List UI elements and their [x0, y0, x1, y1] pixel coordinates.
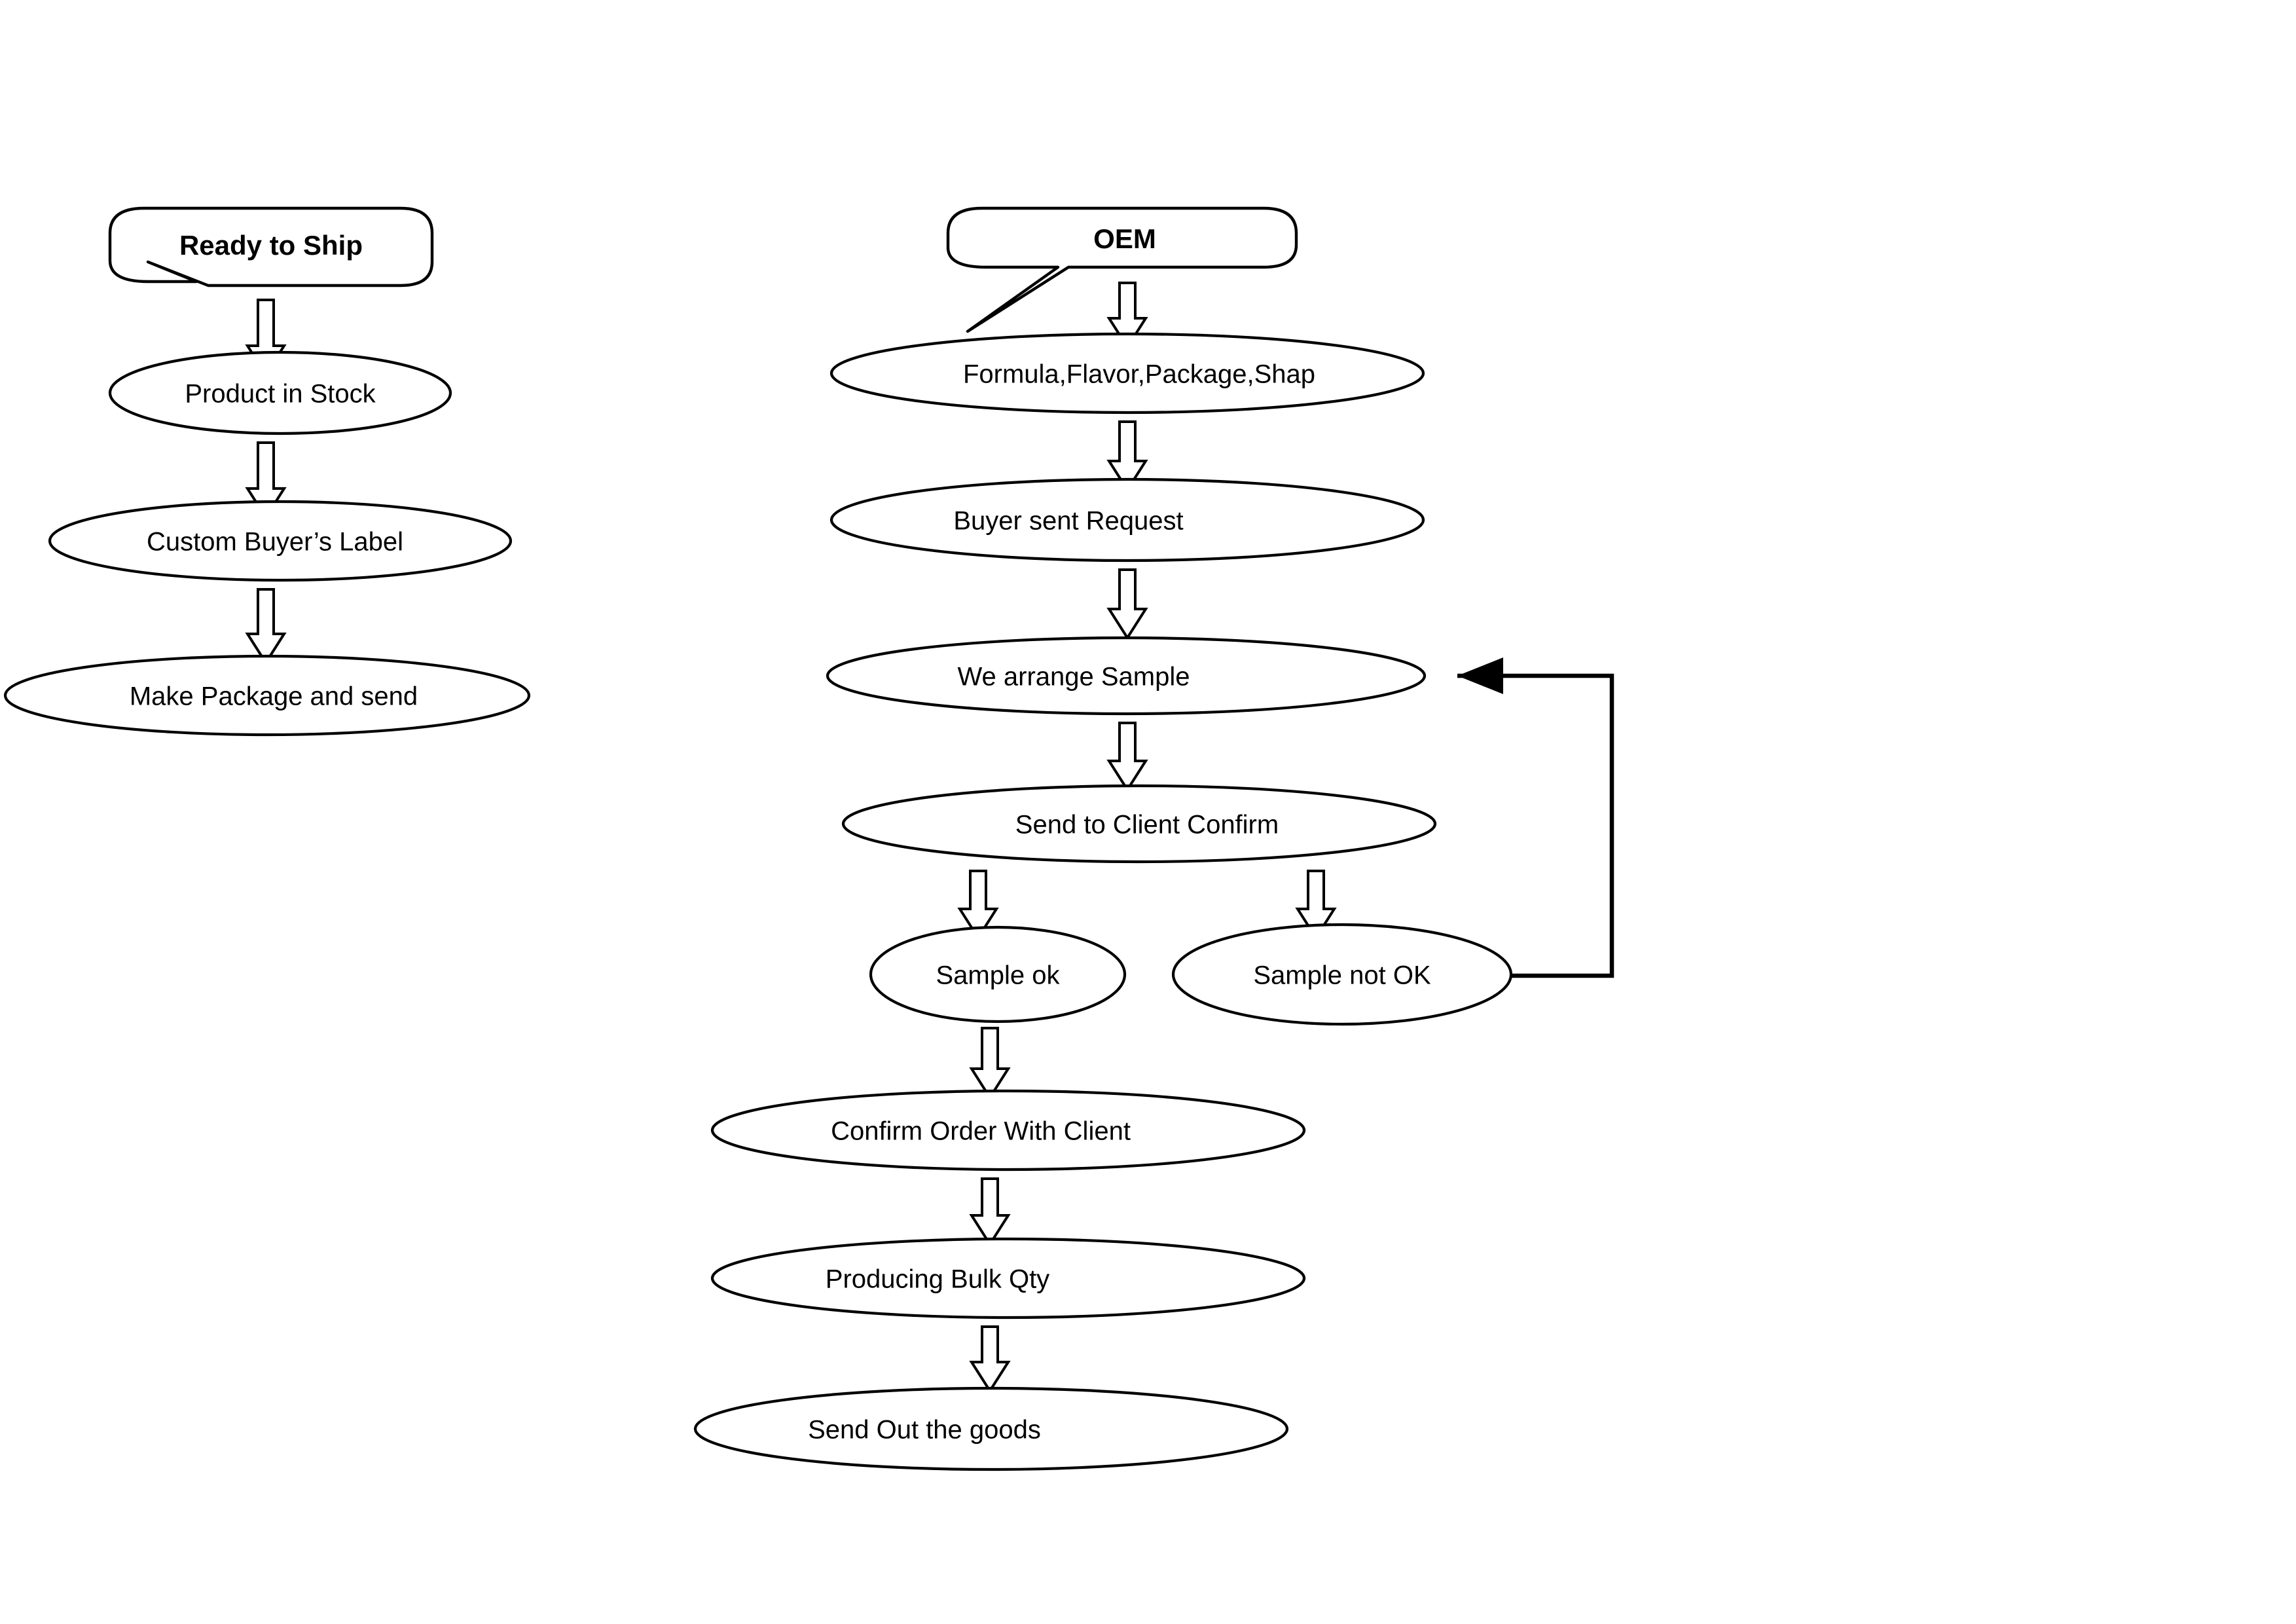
arrow-buyer-request-to-arrange-sample	[1106, 568, 1148, 640]
node-sample-ok[interactable]: Sample ok	[869, 925, 1127, 1024]
node-product-in-stock-label: Product in Stock	[185, 380, 376, 409]
arrow-label-to-package	[245, 588, 287, 665]
node-sample-not-ok-label: Sample not OK	[1253, 961, 1431, 990]
node-we-arrange-sample-label: We arrange Sample	[958, 663, 1190, 692]
arrow-arrange-sample-to-send-confirm	[1106, 722, 1148, 792]
node-make-package-and-send[interactable]: Make Package and send	[3, 654, 531, 737]
node-producing-bulk-qty[interactable]: Producing Bulk Qty	[710, 1237, 1306, 1320]
node-send-out-the-goods[interactable]: Send Out the goods	[693, 1386, 1289, 1471]
node-send-out-the-goods-label: Send Out the goods	[808, 1416, 1041, 1445]
node-send-to-client-confirm-label: Send to Client Confirm	[1015, 811, 1279, 840]
arrow-sample-ok-to-confirm-order	[969, 1027, 1011, 1100]
node-confirm-order-with-client-label: Confirm Order With Client	[831, 1117, 1131, 1146]
node-we-arrange-sample[interactable]: We arrange Sample	[826, 636, 1427, 716]
node-sample-ok-label: Sample ok	[936, 961, 1061, 990]
node-formula-flavor-package-shap[interactable]: Formula,Flavor,Package,Shap	[829, 332, 1425, 415]
node-producing-bulk-qty-label: Producing Bulk Qty	[826, 1265, 1049, 1294]
node-send-to-client-confirm[interactable]: Send to Client Confirm	[841, 784, 1437, 864]
callout-oem[interactable]: OEM	[946, 206, 1298, 333]
node-buyer-sent-request[interactable]: Buyer sent Request	[829, 477, 1425, 563]
arrow-confirm-to-sample-ok	[957, 870, 999, 940]
arrow-confirm-order-to-producing	[969, 1177, 1011, 1247]
node-custom-buyers-label[interactable]: Custom Buyer’s Label	[48, 500, 513, 582]
callout-ready-to-ship-label: Ready to Ship	[179, 230, 363, 261]
callout-ready-to-ship[interactable]: Ready to Ship	[108, 206, 434, 287]
node-confirm-order-with-client[interactable]: Confirm Order With Client	[710, 1089, 1306, 1172]
node-product-in-stock[interactable]: Product in Stock	[108, 350, 452, 435]
node-formula-flavor-package-shap-label: Formula,Flavor,Package,Shap	[963, 360, 1315, 389]
node-sample-not-ok[interactable]: Sample not OK	[1171, 923, 1513, 1026]
arrow-formula-to-buyer-request	[1106, 420, 1148, 492]
connector-feedback-loop	[1457, 657, 1614, 978]
arrow-producing-to-send-out	[969, 1325, 1011, 1393]
node-buyer-sent-request-label: Buyer sent Request	[953, 507, 1183, 536]
callout-oem-label: OEM	[1093, 223, 1156, 254]
node-make-package-and-send-label: Make Package and send	[130, 682, 418, 711]
node-custom-buyers-label-text: Custom Buyer’s Label	[147, 528, 403, 557]
arrow-confirm-to-sample-not-ok	[1295, 870, 1337, 940]
